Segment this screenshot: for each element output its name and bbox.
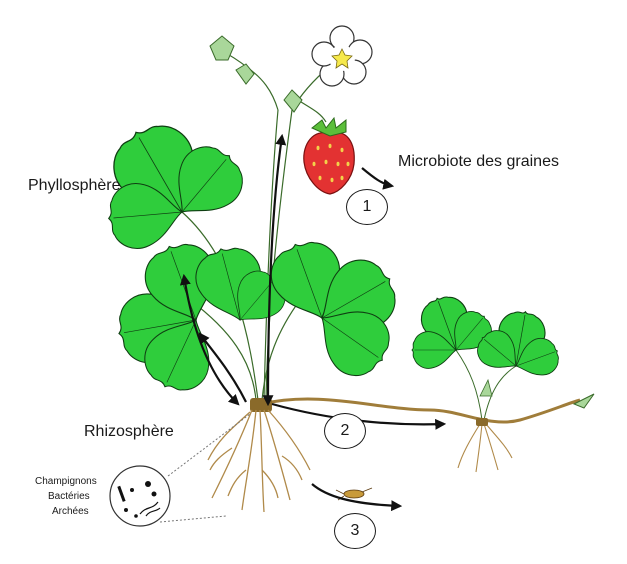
step-1-circle: 1 xyxy=(346,189,388,225)
daughter-plant xyxy=(411,289,565,421)
arrows xyxy=(179,133,447,512)
step-2-circle: 2 xyxy=(324,413,366,449)
stolon xyxy=(261,393,595,424)
flower xyxy=(311,25,373,87)
leaf-right xyxy=(262,232,408,388)
microbe-inset xyxy=(109,465,171,527)
bud-top xyxy=(209,35,303,113)
label-phyllosphere: Phyllosphère xyxy=(28,177,121,194)
springtail-insect xyxy=(335,487,373,501)
label-bacteria: Bactéries xyxy=(48,491,90,502)
label-fungi: Champignons xyxy=(35,476,97,487)
label-rhizosphere: Rhizosphère xyxy=(84,423,174,440)
daughter-roots xyxy=(457,423,513,473)
strawberry xyxy=(303,116,355,195)
leaf-upper-left xyxy=(100,111,255,252)
main-roots xyxy=(207,409,311,513)
label-archaea: Archées xyxy=(52,506,89,517)
label-seed-microbiota: Microbiote des graines xyxy=(398,153,559,170)
zoom-lines xyxy=(159,413,251,523)
step-3-circle: 3 xyxy=(334,513,376,549)
